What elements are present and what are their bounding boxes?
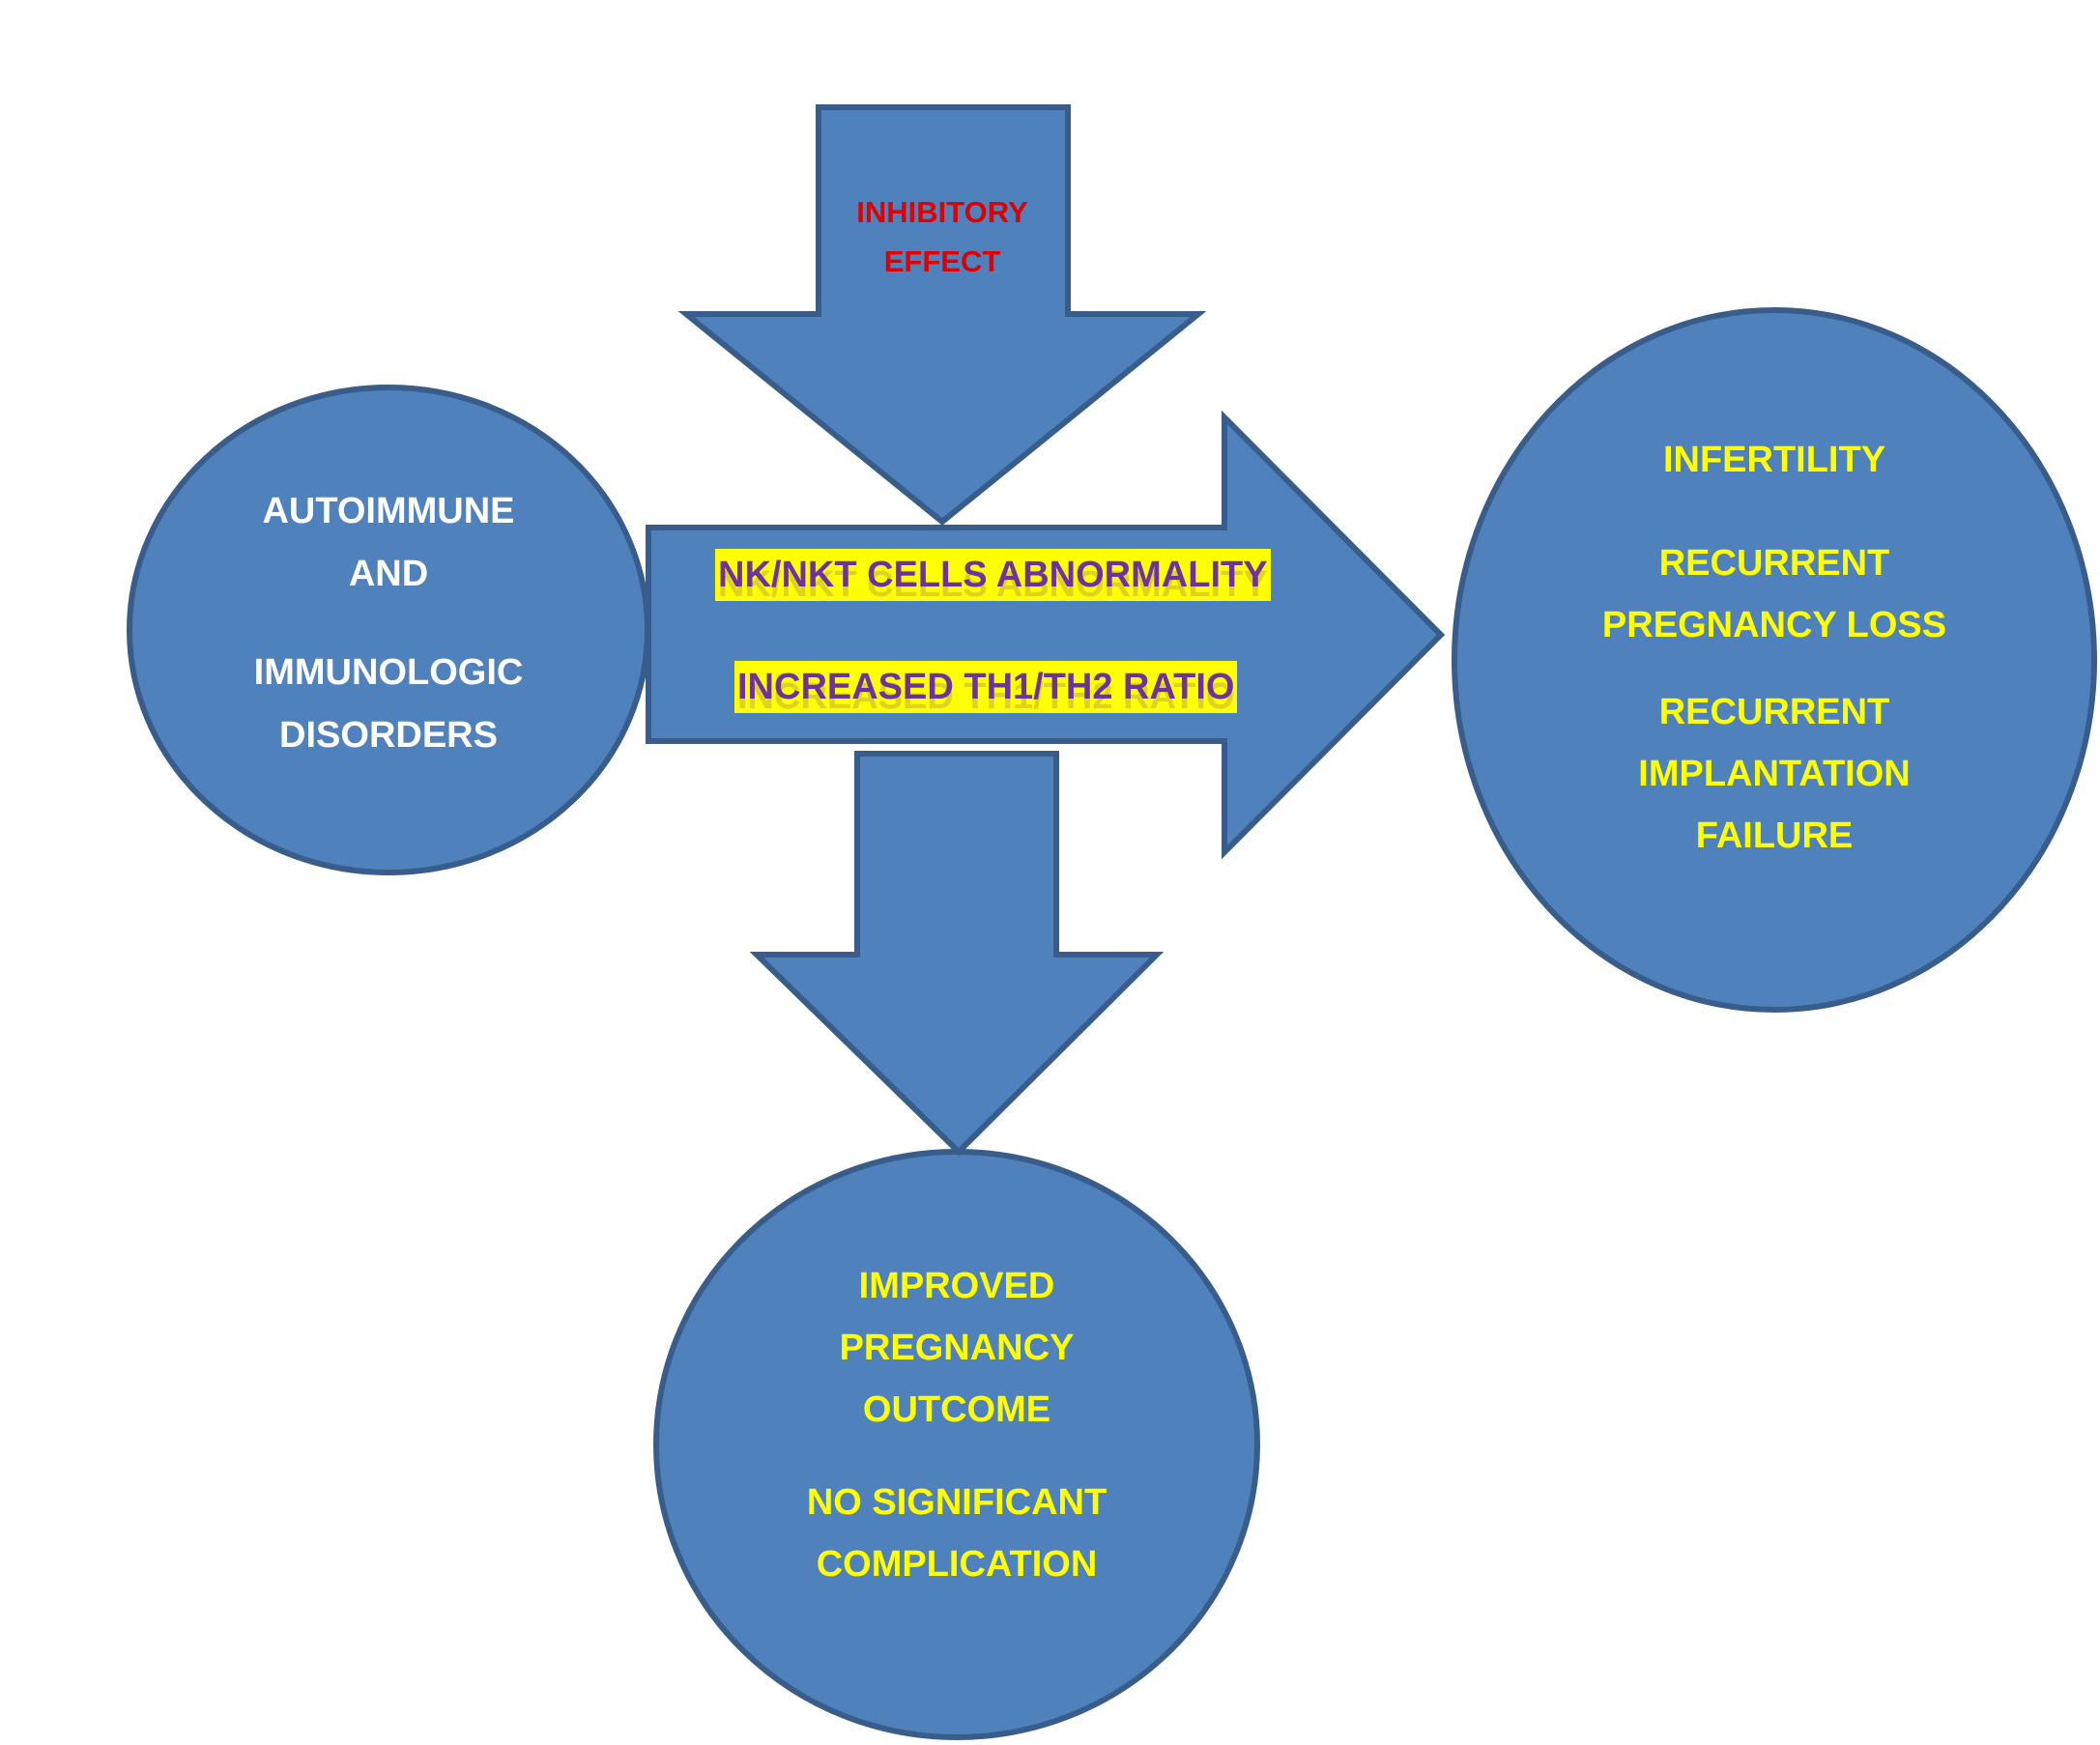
inhibitory-line-2: EFFECT (883, 244, 1001, 278)
autoimmune-line-1: AUTOIMMUNE (262, 491, 515, 531)
rif-line-3: FAILURE (1695, 815, 1854, 856)
no-complication-line-1: NO SIGNIFICANT (806, 1482, 1108, 1523)
autoimmune-line-4: DISORDERS (279, 715, 498, 756)
th1-th2-ratio-label: INCREASED TH1/TH2 RATIO (734, 661, 1238, 713)
improved-line-3: OUTCOME (862, 1389, 1051, 1430)
improved-line-1: IMPROVED (858, 1266, 1055, 1306)
rif-line-1: RECURRENT (1658, 692, 1890, 732)
outcomes-circle (1452, 307, 2097, 1013)
infertility-line: INFERTILITY (1662, 440, 1886, 480)
improved-line-2: PREGNANCY (839, 1328, 1075, 1368)
improved-outcome-text: IMPROVED PREGNANCY OUTCOME NO SIGNIFICAN… (807, 1268, 1107, 1583)
autoimmune-line-3: IMMUNOLOGIC (253, 652, 524, 693)
autoimmune-line-2: AND (348, 554, 429, 594)
autoimmune-text: AUTOIMMUNE AND IMMUNOLOGIC DISORDERS (254, 493, 524, 754)
central-right-arrow (646, 410, 1446, 860)
downward-arrow (749, 751, 1165, 1157)
nk-nkt-abnormality-label: NK/NKT CELLS ABNORMALITY (715, 549, 1271, 601)
inhibitory-effect-label: INHIBITORY EFFECT (856, 197, 1027, 276)
rpl-line-1: RECURRENT (1658, 543, 1890, 584)
rpl-line-2: PREGNANCY LOSS (1601, 605, 1947, 645)
rif-line-2: IMPLANTATION (1638, 754, 1911, 794)
inhibitory-effect-arrow (677, 104, 1207, 526)
no-complication-line-2: COMPLICATION (816, 1544, 1098, 1585)
outcomes-text: INFERTILITY RECURRENT PREGNANCY LOSS REC… (1602, 442, 1946, 854)
inhibitory-line-1: INHIBITORY (856, 195, 1028, 229)
